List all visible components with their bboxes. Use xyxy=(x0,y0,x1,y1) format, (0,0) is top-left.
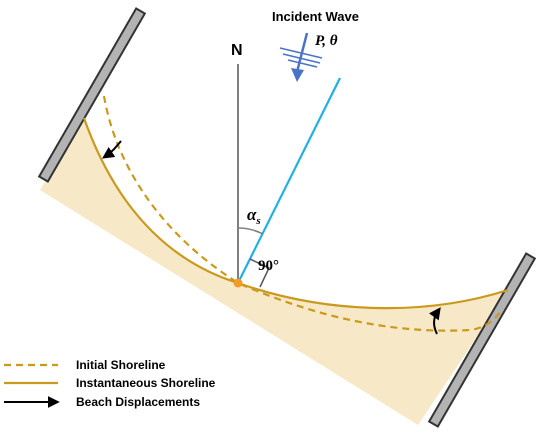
right-angle-label: 90° xyxy=(258,258,279,274)
instantaneous-shoreline xyxy=(82,117,509,310)
initial-shoreline xyxy=(102,95,501,332)
alpha-angle-label: αs xyxy=(247,205,261,227)
incident-wave-label: Incident Wave xyxy=(272,9,359,24)
left-displacement-arrow xyxy=(102,140,122,159)
right-angle-marker xyxy=(249,258,270,288)
left-headland-wall xyxy=(37,7,147,183)
north-label: N xyxy=(231,42,243,59)
legend-initial-label: Initial Shoreline xyxy=(76,358,166,372)
wave-ray-line xyxy=(237,77,341,284)
right-displacement-arrow xyxy=(428,307,441,335)
incident-wave-arrow-icon xyxy=(279,32,323,82)
right-headland-wall xyxy=(427,252,537,428)
beach-sand-area xyxy=(40,118,508,425)
alpha-angle-arc xyxy=(237,227,264,235)
legend-displacement-label: Beach Displacements xyxy=(76,395,200,409)
legend-instantaneous-label: Instantaneous Shoreline xyxy=(76,376,216,390)
pivot-point xyxy=(233,278,243,288)
legend: Initial Shoreline Instantaneous Shorelin… xyxy=(4,358,216,409)
wave-params-label: P, θ xyxy=(315,33,338,49)
